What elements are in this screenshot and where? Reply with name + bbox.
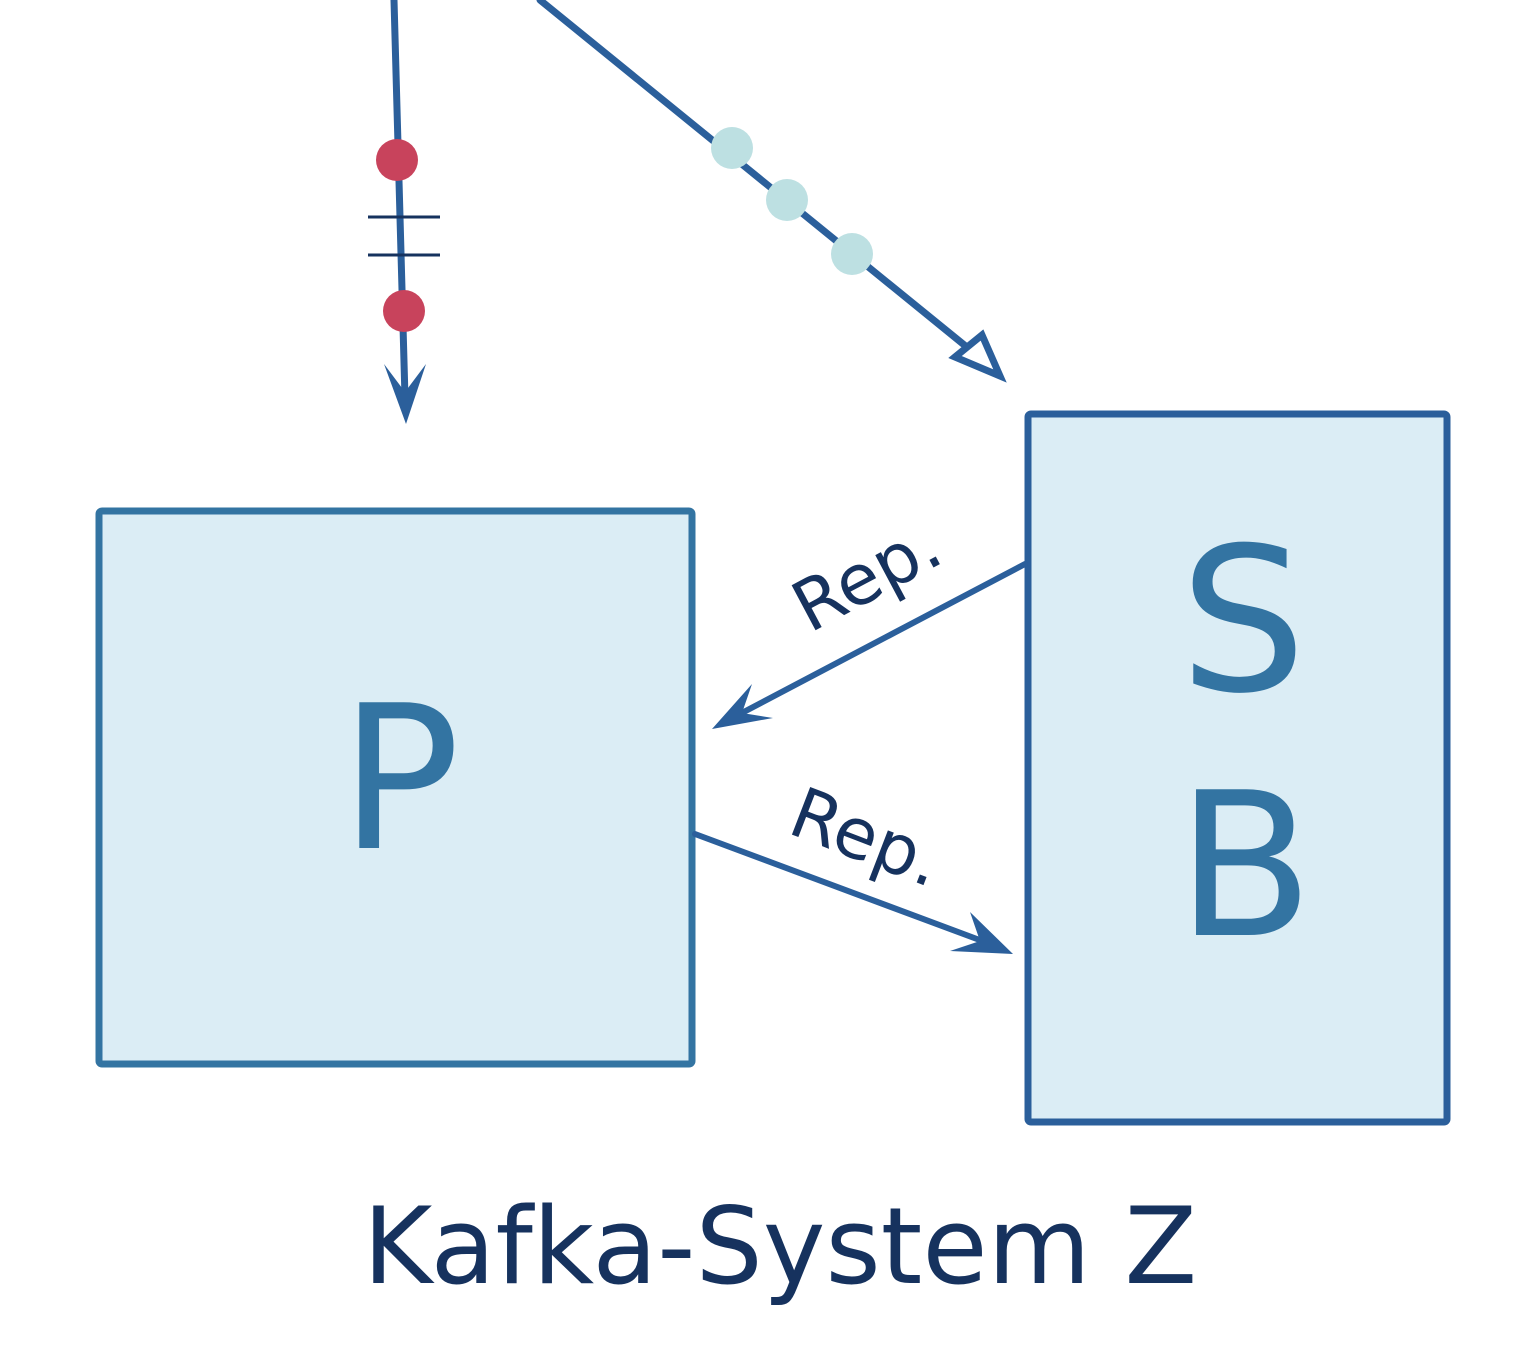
diagram-title: Kafka-System Z xyxy=(363,1185,1197,1308)
replication-arrow-sb-to-p-head xyxy=(712,684,773,729)
replication-arrow-p-to-sb: Rep. xyxy=(692,771,1013,954)
incoming-arrow-to-p-head xyxy=(384,364,426,424)
primary-node-letter: P xyxy=(340,663,461,896)
secondary-node: S B xyxy=(1024,410,1451,1126)
red-message-dot-2 xyxy=(383,290,425,332)
teal-message-dot-3 xyxy=(831,233,873,275)
replication-label-sb-to-p: Rep. xyxy=(779,503,955,648)
teal-message-dot-1 xyxy=(711,127,753,169)
secondary-node-letter-bottom: B xyxy=(1176,750,1313,983)
teal-message-dot-2 xyxy=(766,179,808,221)
incoming-arrow-to-sb xyxy=(536,0,1007,383)
primary-node: P xyxy=(95,507,696,1068)
primary-node-box xyxy=(95,507,696,1068)
incoming-arrow-to-sb-line xyxy=(536,0,972,352)
replication-arrow-p-to-sb-head xyxy=(950,912,1013,954)
replication-arrow-sb-to-p: Rep. xyxy=(712,503,1028,729)
red-message-dot-1 xyxy=(376,139,418,181)
replication-arrow-sb-to-p-line xyxy=(735,561,1028,718)
secondary-node-box xyxy=(1024,410,1451,1126)
replication-label-p-to-sb: Rep. xyxy=(779,771,953,903)
replication-arrow-p-to-sb-line xyxy=(692,831,988,945)
incoming-arrow-to-p-line xyxy=(390,0,409,402)
incoming-arrow-to-p xyxy=(368,0,440,424)
incoming-arrow-to-sb-hollow-head xyxy=(948,329,1007,383)
secondary-node-letter-top: S xyxy=(1180,505,1307,738)
